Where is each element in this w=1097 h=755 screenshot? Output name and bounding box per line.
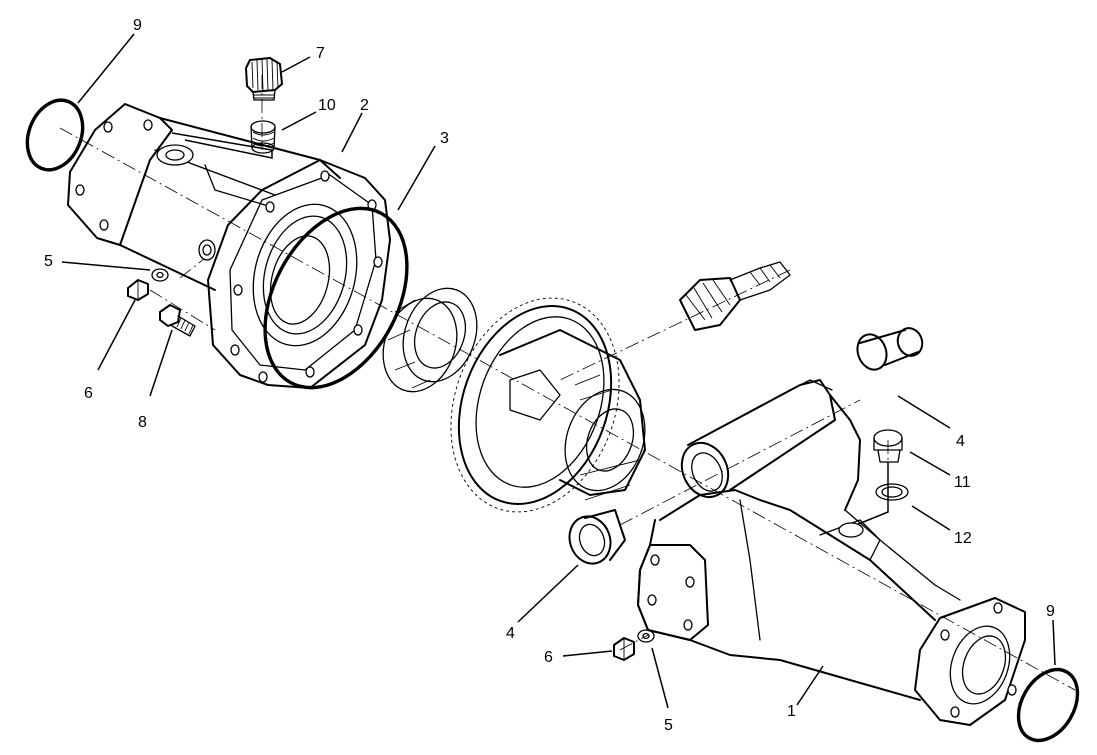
left-axle-housing: [67, 103, 391, 389]
threaded-insert: [250, 120, 276, 154]
callout-12: 12: [954, 530, 972, 547]
callout-6-left: 6: [84, 385, 93, 402]
callout-5-left: 5: [44, 253, 53, 270]
callout-labels: 9 7 10 2 3 5 6 8 4 11 12 4 6 5 1 9: [44, 17, 1055, 734]
fill-cap: [245, 57, 283, 101]
stud-bolt: [159, 304, 196, 337]
large-o-ring: [263, 206, 409, 390]
callout-8: 8: [138, 414, 147, 431]
callout-4-right: 4: [956, 433, 965, 450]
bushing-upper-right: [856, 327, 924, 371]
callout-11: 11: [954, 474, 971, 491]
sealing-washer: [875, 483, 909, 501]
assembly-centerlines: [59, 75, 1076, 691]
callout-2: 2: [360, 97, 369, 114]
callout-4-left: 4: [506, 625, 515, 642]
callout-10: 10: [318, 97, 336, 114]
bolt-left-upper: [127, 279, 149, 301]
callout-1: 1: [787, 703, 796, 720]
pinion-gear: [679, 261, 791, 331]
bolt-right: [613, 637, 635, 661]
callout-3: 3: [440, 130, 449, 147]
differential-ring-gear: [450, 297, 646, 513]
callout-leaders: [61, 33, 1056, 709]
o-ring-left: [25, 98, 85, 172]
callout-9-left: 9: [133, 17, 142, 34]
washer-right: [637, 629, 655, 643]
plug: [873, 429, 903, 463]
callout-9-right: 9: [1046, 603, 1055, 620]
callout-5-right: 5: [664, 717, 673, 734]
plug-to-housing-line: [855, 462, 889, 526]
callout-6-right: 6: [544, 649, 553, 666]
bushing-lower-left: [568, 509, 626, 565]
differential-bearing: [382, 287, 478, 393]
callout-7: 7: [316, 45, 325, 62]
insert-to-housing-bracket: [171, 132, 273, 159]
o-ring-right: [1016, 667, 1080, 743]
washer-left: [151, 268, 169, 282]
right-axle-housing: [637, 379, 1026, 726]
